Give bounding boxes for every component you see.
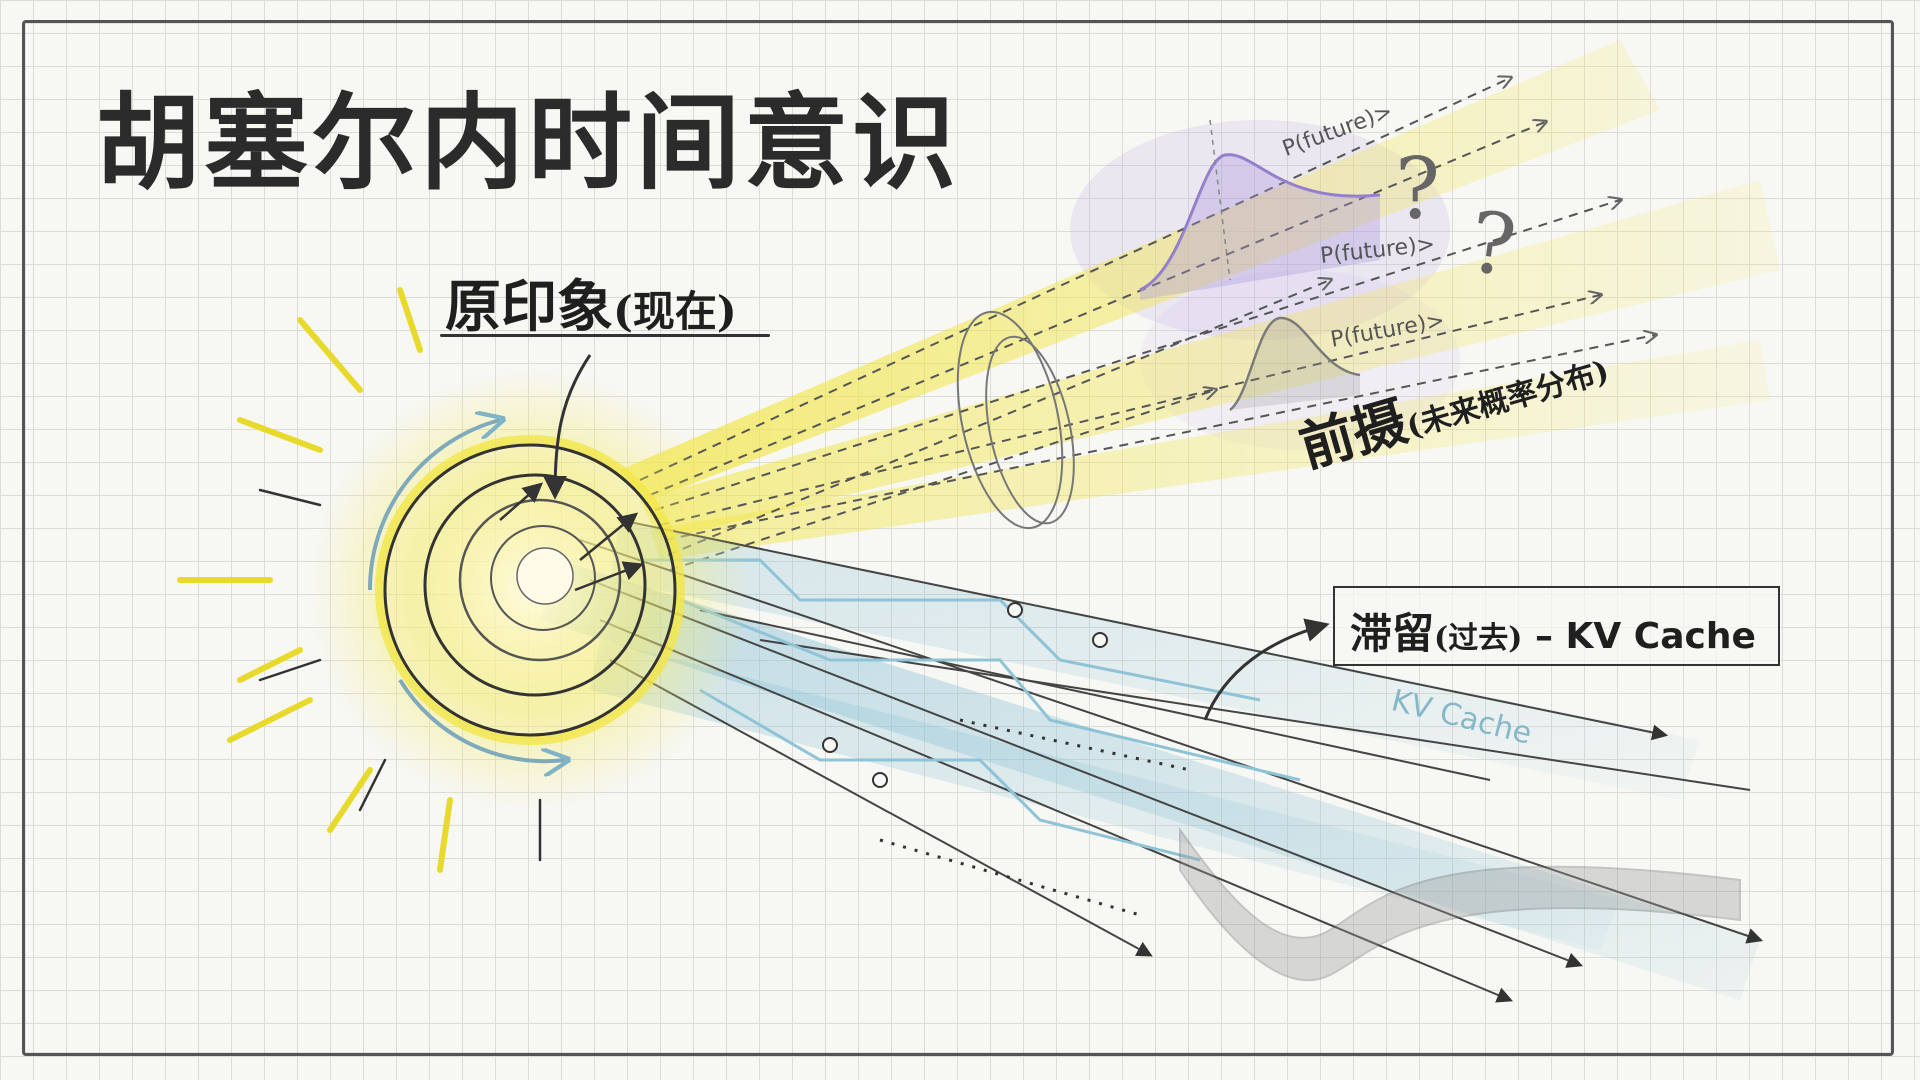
retention-dash: – [1522, 616, 1566, 657]
future-arrows [639, 78, 1655, 571]
retention-tail [540, 520, 1760, 1000]
retention-label-box [1333, 586, 1780, 666]
circuit-nodes [822, 602, 1108, 788]
tail-lines [579, 519, 1764, 1003]
primal-impression-underline [440, 334, 770, 337]
primal-impression-text: 原印象 [445, 274, 613, 340]
sun-inner-arrows [499, 482, 644, 592]
probability-curves [1139, 119, 1381, 411]
diagram-title: 胡塞尔内时间意识 [96, 82, 961, 204]
retention-label: 滞留(过去) – KV Cache [1350, 600, 1756, 661]
retention-text: 滞留 [1350, 609, 1435, 658]
retention-kv: KV Cache [1565, 616, 1756, 657]
question-mark-1: ? [1395, 140, 1441, 238]
retention-ribbon [1179, 826, 1741, 982]
sketch-frame [22, 20, 1894, 1056]
retention-sub: (过去) [1434, 621, 1523, 656]
sun-rays [177, 287, 453, 873]
primal-impression-sub: (现在) [613, 287, 737, 336]
beam-rings [956, 310, 1075, 530]
sun-ink-rays [258, 488, 542, 862]
protention-beams [620, 40, 1780, 560]
primal-impression-sun [310, 370, 750, 810]
primal-impression-label: 原印象(现在) [445, 262, 737, 343]
callout-arrows [543, 354, 1330, 721]
